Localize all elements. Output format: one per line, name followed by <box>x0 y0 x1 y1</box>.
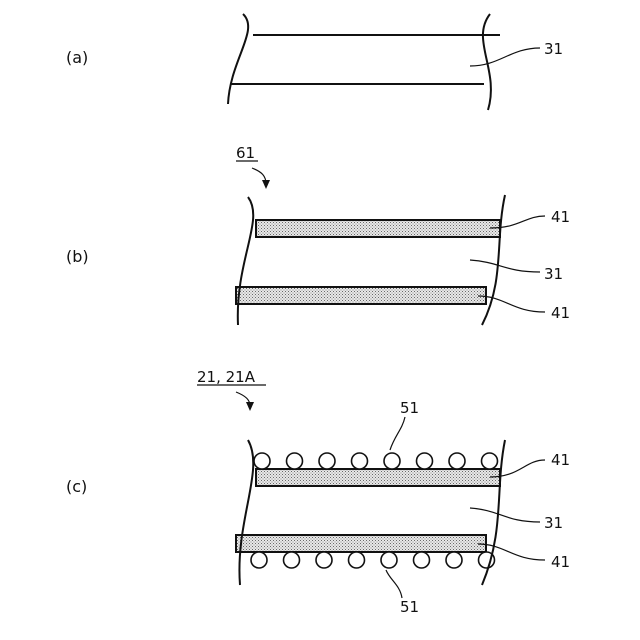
particle-51-top-3 <box>319 453 335 469</box>
panel-a: (a) 31 <box>66 14 563 110</box>
particle-51-bottom-6 <box>414 552 430 568</box>
particle-51-bottom-7 <box>446 552 462 568</box>
label-51-bottom: 51 <box>400 598 419 616</box>
label-21-21a: 21, 21A <box>197 368 256 386</box>
panel-b-label: (b) <box>66 247 89 266</box>
leader-51-bottom <box>386 570 402 598</box>
particle-51-bottom-3 <box>316 552 332 568</box>
particle-51-top-5 <box>384 453 400 469</box>
panel-a-right-break-line <box>483 14 491 110</box>
panel-c: (c) 21, 21A 51 41 31 41 51 <box>66 368 570 616</box>
particle-51-top-7 <box>449 453 465 469</box>
label-61: 61 <box>236 144 255 162</box>
label-41-top-b: 41 <box>551 208 570 226</box>
particle-51-top-1 <box>254 453 270 469</box>
leader-31-b <box>470 260 540 272</box>
panel-c-label: (c) <box>66 477 87 496</box>
panel-b-right-break-line <box>482 195 505 325</box>
label-31-b: 31 <box>544 265 563 283</box>
balls-51-bottom-row <box>251 552 495 568</box>
particle-51-top-2 <box>287 453 303 469</box>
leader-31-a <box>470 48 540 66</box>
particle-51-top-8 <box>482 453 498 469</box>
particle-51-bottom-2 <box>284 552 300 568</box>
layer-41-bottom-c <box>236 535 486 552</box>
panel-a-left-break-line <box>228 14 248 104</box>
panel-b: (b) 61 41 31 41 <box>66 144 570 325</box>
label-31-a: 31 <box>544 40 563 58</box>
label-51-top: 51 <box>400 399 419 417</box>
leader-51-top <box>390 417 405 450</box>
label-31-c: 31 <box>544 514 563 532</box>
layer-41-bottom-b <box>236 287 486 304</box>
leader-31-c <box>470 508 540 522</box>
panel-b-left-break-line <box>238 197 253 325</box>
label-41-top-c: 41 <box>551 451 570 469</box>
label-41-bottom-c: 41 <box>551 553 570 571</box>
arrow-61-head <box>262 180 270 189</box>
arrow-21-head <box>246 402 254 411</box>
layer-41-top-c <box>256 469 500 486</box>
panel-a-label: (a) <box>66 48 88 67</box>
balls-51-top-row <box>254 453 498 469</box>
particle-51-top-6 <box>417 453 433 469</box>
particle-51-bottom-4 <box>349 552 365 568</box>
label-41-bottom-b: 41 <box>551 304 570 322</box>
particle-51-top-4 <box>352 453 368 469</box>
particle-51-bottom-5 <box>381 552 397 568</box>
particle-51-bottom-1 <box>251 552 267 568</box>
layer-41-top-b <box>256 220 500 237</box>
